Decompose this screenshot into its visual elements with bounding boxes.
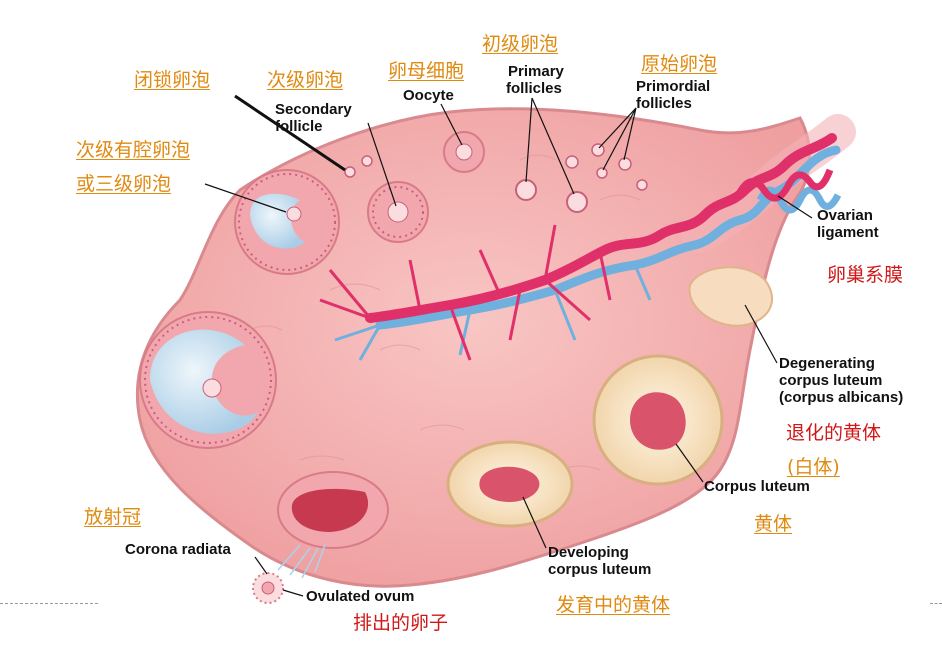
tertiary-follicle-large	[139, 311, 277, 449]
corpus-albicans	[688, 266, 774, 327]
artery-branches	[319, 224, 612, 361]
vein-branches	[334, 264, 652, 361]
ruptured-follicle	[277, 471, 389, 549]
label-mesovarium-cn: 卵巢系膜	[827, 264, 904, 286]
label-corona-radiata-cn: 放射冠	[84, 506, 142, 528]
label-ovarian-ligament-en-2: ligament	[817, 224, 879, 241]
label-primary-follicles-en-1: Primary	[508, 63, 564, 80]
oocyte-follicle	[443, 131, 485, 173]
label-corpus-albicans-en-1: Degenerating	[779, 355, 875, 372]
slide-guide-left	[0, 603, 98, 604]
label-developing-corpus-luteum-en-1: Developing	[548, 544, 629, 561]
label-corpus-albicans-cn-1: 退化的黄体	[786, 422, 882, 444]
label-developing-corpus-luteum-en-2: corpus luteum	[548, 561, 652, 578]
label-primary-follicles-cn: 初级卵泡	[482, 33, 559, 55]
corona-radiata-rays	[277, 544, 326, 579]
label-primordial-follicles-en-2: follicles	[636, 95, 692, 112]
label-corpus-luteum-cn: 黄体	[754, 513, 793, 535]
label-corpus-albicans-cn-2: (白体)	[787, 456, 840, 478]
developing-corpus-luteum	[446, 440, 574, 528]
label-corpus-albicans-en-3: (corpus albicans)	[779, 389, 904, 406]
label-corona-radiata-en: Corona radiata	[125, 541, 231, 558]
secondary-follicle	[367, 181, 429, 243]
slide-guide-right	[930, 603, 942, 604]
label-primary-follicles-en-2: follicles	[506, 80, 562, 97]
label-primordial-follicles-cn: 原始卵泡	[641, 53, 718, 75]
atretic-follicle	[344, 155, 373, 178]
corpus-luteum	[592, 354, 724, 486]
label-tertiary-follicle-cn-2: 或三级卵泡	[76, 173, 172, 195]
label-ovulated-ovum-en: Ovulated ovum	[306, 588, 415, 605]
leader-lines	[204, 94, 813, 597]
label-secondary-follicle-en-1: Secondary	[275, 101, 352, 118]
label-corpus-luteum-en: Corpus luteum	[704, 478, 810, 495]
label-secondary-follicle-en-2: follicle	[275, 118, 323, 135]
artery	[365, 133, 837, 323]
label-secondary-follicle-cn: 次级卵泡	[267, 69, 344, 91]
label-atretic-follicle-cn: 闭锁卵泡	[134, 69, 211, 91]
label-ovarian-ligament-en-1: Ovarian	[817, 207, 873, 224]
ovulated-ovum	[252, 572, 284, 604]
label-oocyte-cn: 卵母细胞	[388, 60, 465, 82]
ligament-coils-red	[736, 168, 834, 202]
label-corpus-albicans-en-2: corpus luteum	[779, 372, 883, 389]
ligament-coils	[756, 186, 842, 214]
tertiary-follicle-upper	[234, 169, 340, 275]
label-tertiary-follicle-cn-1: 次级有腔卵泡	[76, 139, 191, 161]
label-developing-corpus-luteum-cn: 发育中的黄体	[556, 594, 671, 616]
label-ovulated-ovum-cn: 排出的卵子	[353, 612, 449, 634]
label-primordial-follicles-en-1: Primordial	[636, 78, 711, 95]
primary-follicles	[515, 179, 588, 213]
label-oocyte-en: Oocyte	[403, 87, 454, 104]
